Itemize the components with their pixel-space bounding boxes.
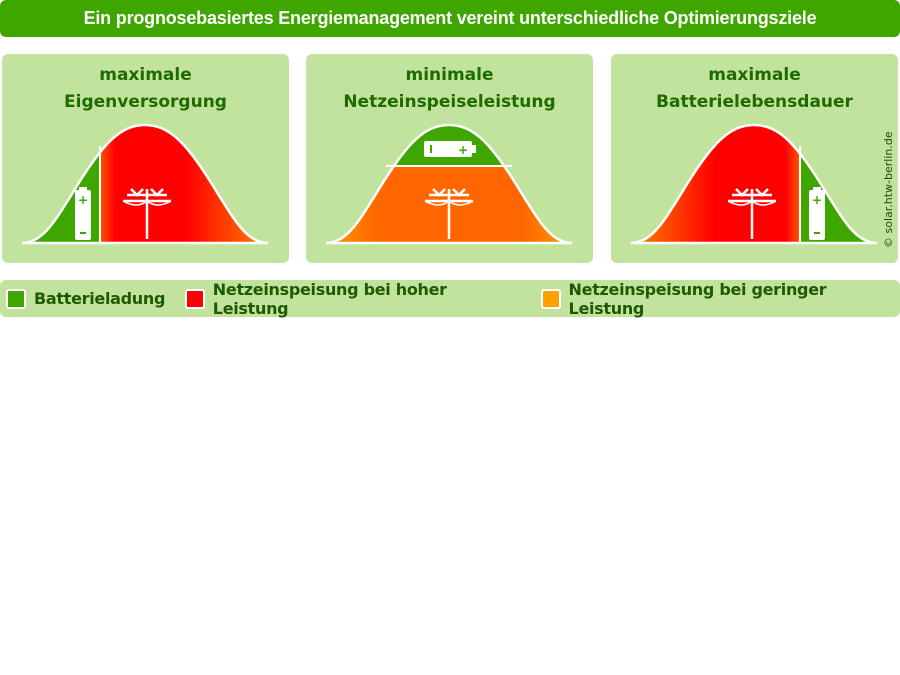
panel-title-line1: minimale (405, 65, 494, 85)
battery-icon: + (424, 141, 476, 157)
panel-title-line1: maximale (708, 65, 801, 85)
legend-swatch (185, 288, 205, 309)
svg-text:+: + (458, 143, 468, 157)
battery-icon: + (75, 187, 91, 240)
panel-title-line2: Netzeinspeiseleistung (343, 92, 556, 112)
battery-icon: + (809, 187, 825, 240)
panel-title-line1: maximale (99, 65, 192, 85)
feed-in-curve: + (324, 123, 574, 245)
svg-text:+: + (78, 193, 88, 207)
header-title: Ein prognosebasiertes Energiemanagement … (0, 0, 900, 37)
legend-label: Batterieladung (34, 289, 166, 308)
legend-item-high-feed-in: Netzeinspeisung bei hoher Leistung (185, 280, 521, 318)
legend-swatch (540, 288, 561, 309)
copyright: © solar.htw-berlin.de (882, 131, 895, 248)
legend-item-battery: Batterieladung (6, 288, 166, 309)
legend-label: Netzeinspeisung bei hoher Leistung (212, 279, 447, 318)
legend-label: Netzeinspeisung bei geringer Leistung (568, 279, 827, 318)
panel-title-line2: Eigenversorgung (64, 92, 227, 112)
svg-text:+: + (812, 193, 822, 207)
legend-swatch (6, 288, 26, 309)
panel-title-line2: Batterielebensdauer (656, 92, 853, 112)
feed-in-curve: + (629, 123, 879, 245)
legend: Batterieladung Netzeinspeisung bei hoher… (0, 279, 900, 318)
feed-in-curve: + (20, 123, 270, 245)
legend-item-low-feed-in: Netzeinspeisung bei geringer Leistung (540, 279, 900, 318)
